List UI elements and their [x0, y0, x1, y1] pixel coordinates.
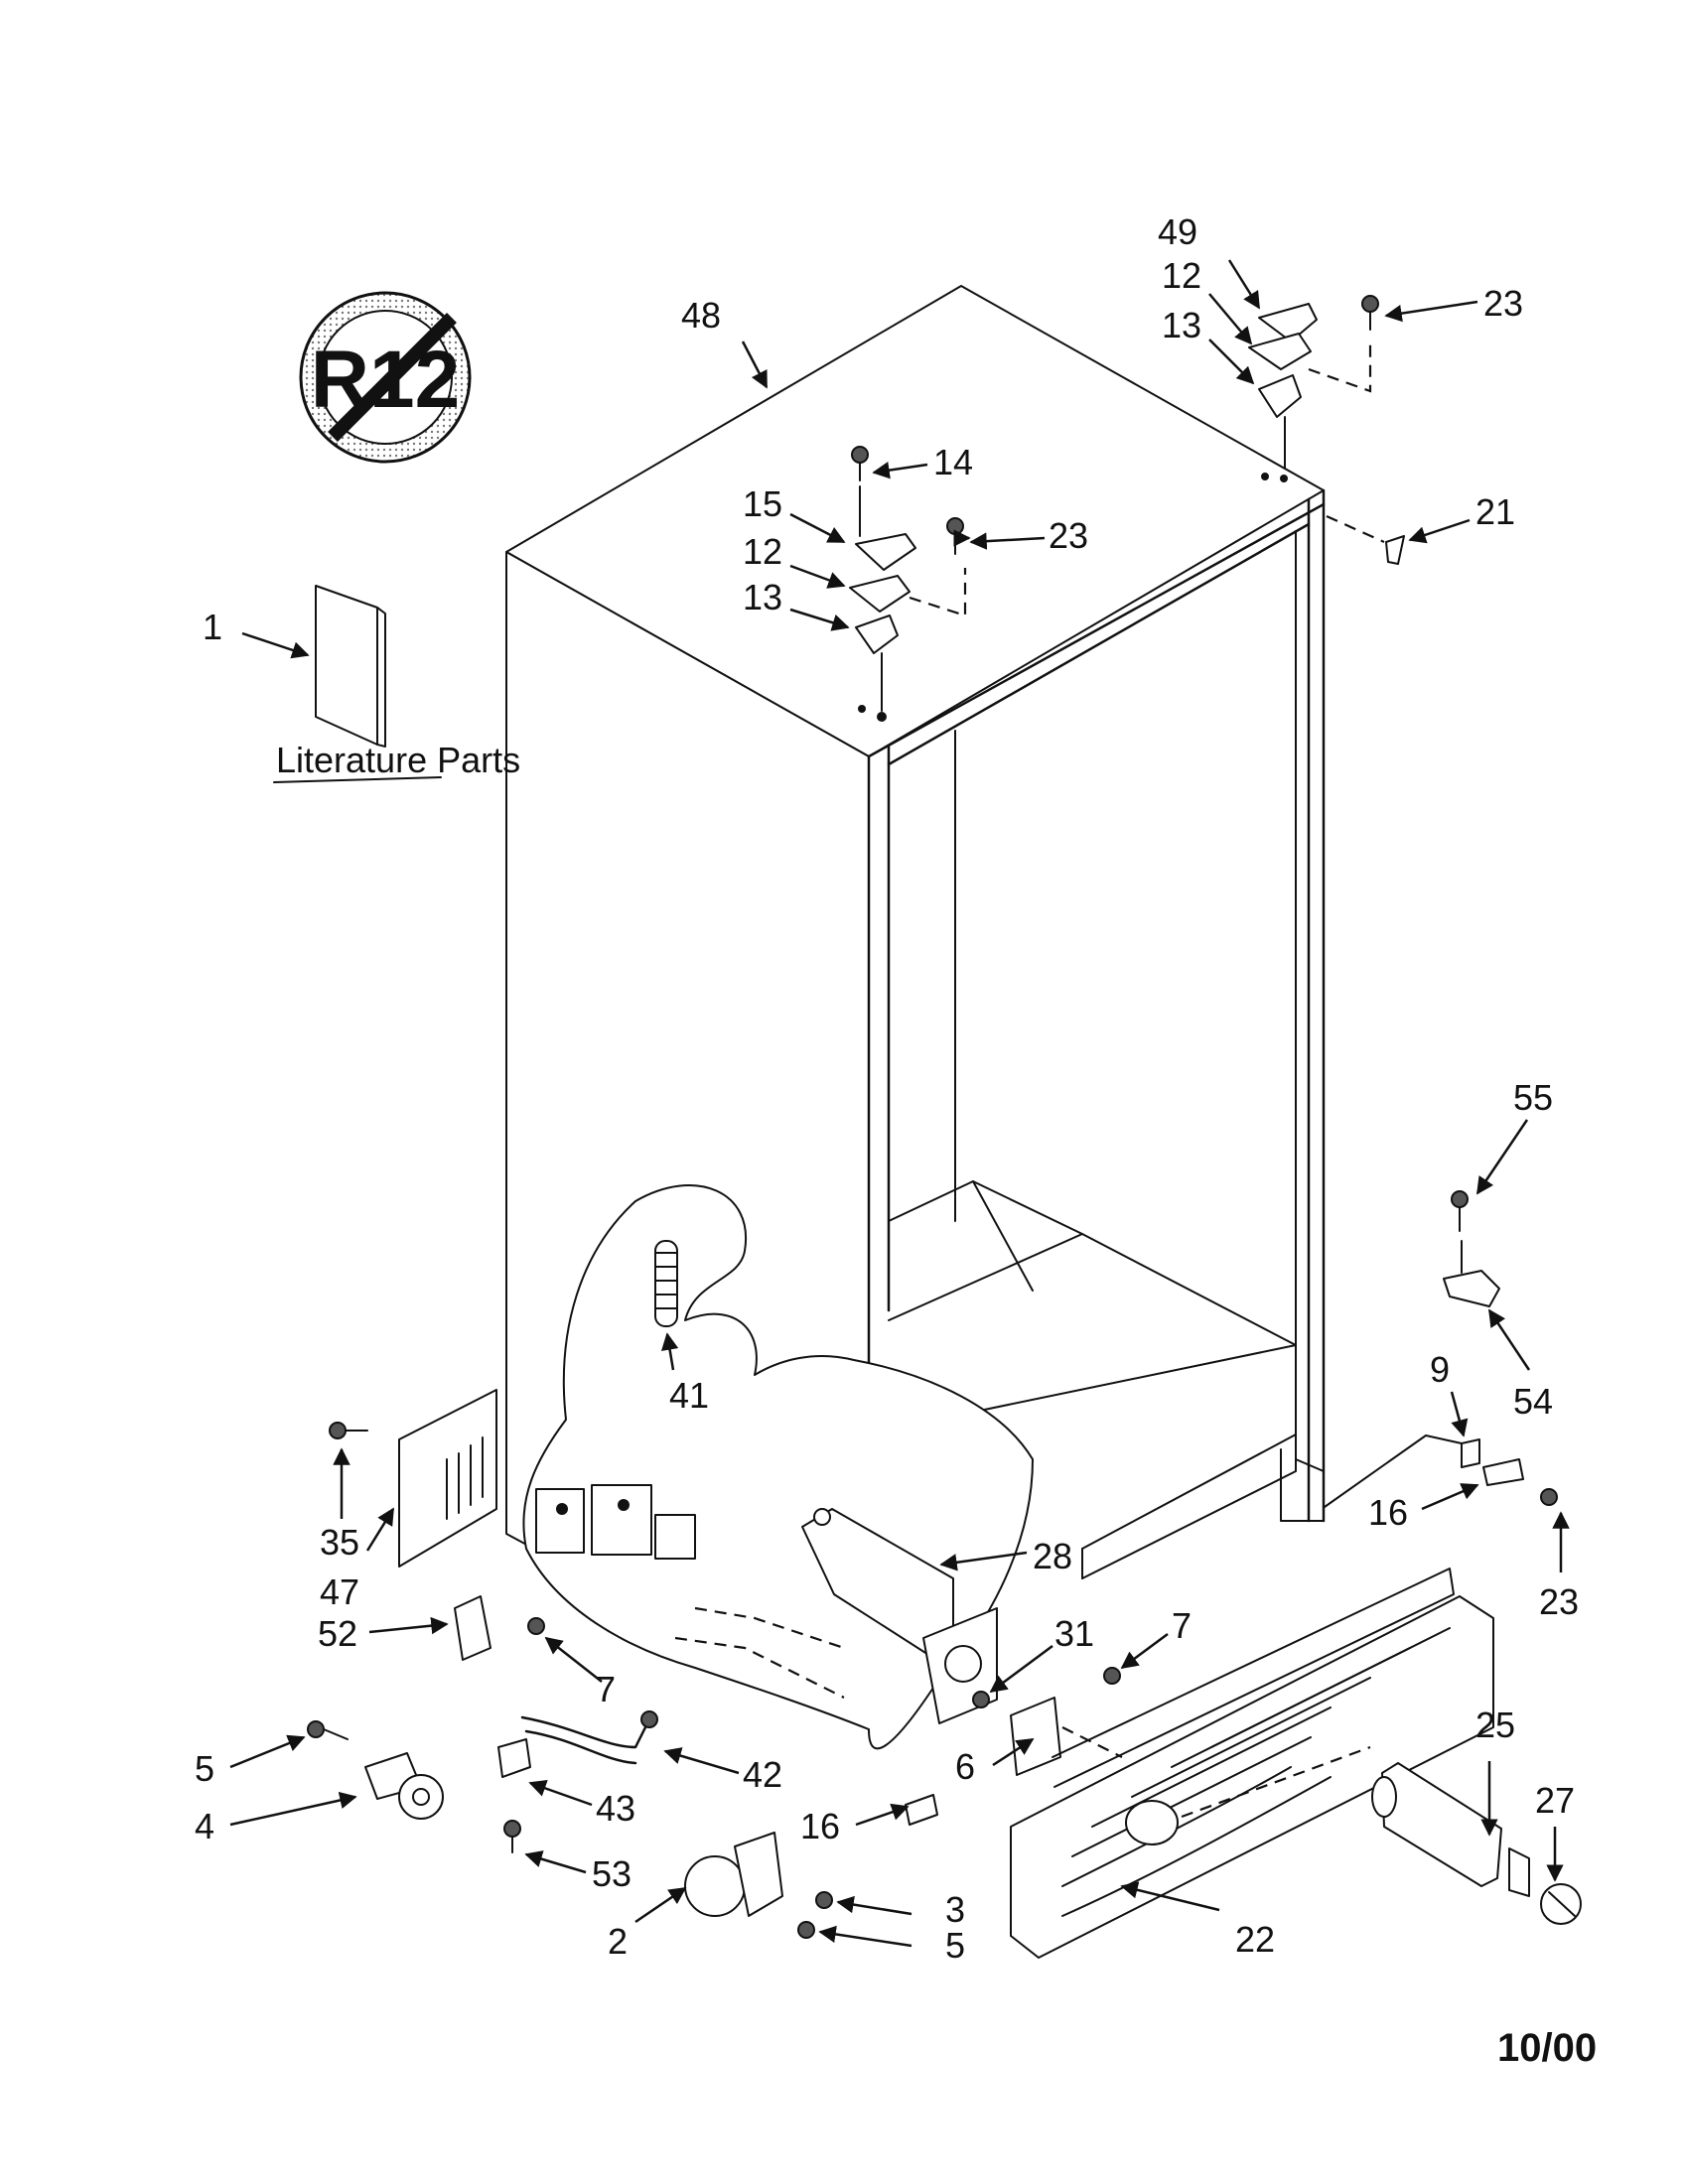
part-labels: 48 49 12 13 23 14 15 23 12 13 21 1 55 54…: [195, 211, 1579, 1966]
label-28: 28: [1033, 1536, 1072, 1576]
label-13-top-middle: 13: [743, 577, 782, 617]
label-13-top-right: 13: [1162, 305, 1201, 345]
literature-parts-label: Literature Parts: [276, 740, 520, 780]
label-15: 15: [743, 483, 782, 524]
label-52: 52: [318, 1613, 357, 1654]
label-54: 54: [1513, 1381, 1553, 1422]
top-middle-hinge-stack: [849, 446, 967, 722]
label-41: 41: [669, 1375, 709, 1416]
control-assembly: [535, 1484, 845, 1699]
label-7-left: 7: [596, 1669, 616, 1709]
label-48: 48: [681, 295, 721, 336]
revision-date: 10/00: [1497, 2026, 1597, 2070]
part-25-filter: [1371, 1762, 1582, 1925]
label-1: 1: [203, 607, 222, 647]
label-23-top-middle: 23: [1049, 515, 1088, 556]
label-5-lower: 5: [945, 1925, 965, 1966]
label-9: 9: [1430, 1349, 1450, 1390]
label-27: 27: [1535, 1780, 1575, 1821]
label-2: 2: [608, 1921, 628, 1962]
label-7-right: 7: [1172, 1605, 1192, 1646]
label-21: 21: [1475, 491, 1515, 532]
top-right-hinge-stack: [1248, 295, 1379, 482]
label-22: 22: [1235, 1919, 1275, 1960]
label-16-lower: 16: [800, 1806, 840, 1846]
no-r12-badge: R12: [299, 291, 472, 464]
label-31: 31: [1054, 1613, 1094, 1654]
label-12-top-middle: 12: [743, 531, 782, 572]
part-4-caster: [307, 1720, 444, 1820]
label-35: 35: [320, 1522, 359, 1563]
part-16-lower-bracket: [905, 1794, 938, 1826]
label-55: 55: [1513, 1077, 1553, 1118]
label-4: 4: [195, 1806, 214, 1846]
literature-booklet: [315, 585, 386, 748]
leader-lines: [229, 259, 1570, 1948]
label-16-right: 16: [1368, 1492, 1408, 1533]
label-23-right: 23: [1539, 1581, 1579, 1622]
label-3: 3: [945, 1889, 965, 1930]
label-49: 49: [1158, 211, 1197, 252]
label-43: 43: [596, 1788, 635, 1829]
part-9-16-bracket: [1324, 1434, 1558, 1508]
label-25: 25: [1475, 1705, 1515, 1745]
part-21-clip: [1326, 514, 1405, 565]
part-47-panel: [329, 1389, 497, 1568]
part-28-duct: [801, 1508, 998, 1724]
label-5-left: 5: [195, 1748, 214, 1789]
label-12-top-right: 12: [1162, 255, 1201, 296]
part-42-tube: [497, 1710, 658, 1853]
label-47: 47: [320, 1571, 359, 1612]
part-22-grille: [1010, 1568, 1494, 1959]
label-14: 14: [933, 442, 973, 482]
part-41-coil: [654, 1240, 678, 1327]
part-2-lower-hinge: [684, 1832, 833, 1939]
part-54-55-bracket: [1443, 1190, 1500, 1307]
part-52-latch: [454, 1595, 545, 1661]
label-53: 53: [592, 1853, 632, 1894]
label-6: 6: [955, 1746, 975, 1787]
part-31-6-clip: [972, 1667, 1123, 1776]
label-42: 42: [743, 1754, 782, 1795]
label-23-top-right: 23: [1483, 283, 1523, 324]
